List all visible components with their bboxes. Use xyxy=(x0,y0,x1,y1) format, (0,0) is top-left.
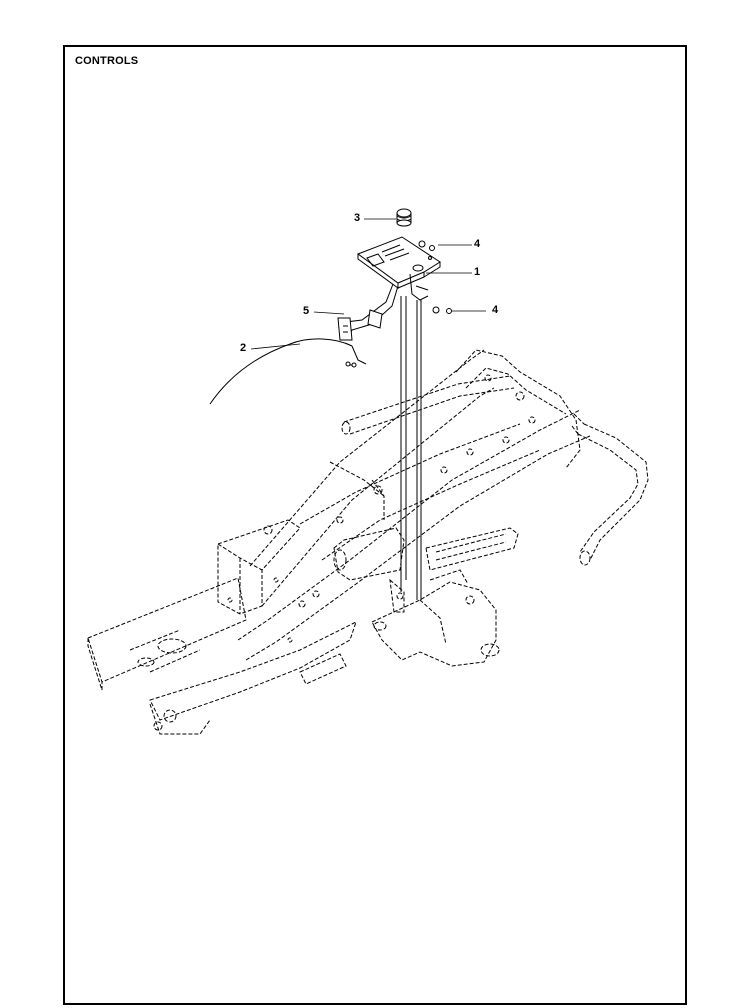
callout-4-lower: 4 xyxy=(492,304,499,316)
callout-2: 2 xyxy=(240,342,247,354)
tractor-chassis xyxy=(87,349,649,735)
callout-4: 4 xyxy=(474,238,481,250)
page-frame xyxy=(63,45,687,1005)
knob-part xyxy=(396,208,412,227)
page-title: CONTROLS xyxy=(75,55,139,67)
screw-parts xyxy=(418,240,452,314)
callout-5: 5 xyxy=(303,305,310,317)
cable-part xyxy=(209,338,367,405)
alignment-lines xyxy=(400,296,422,600)
callout-leaders xyxy=(250,218,486,350)
callout-1: 1 xyxy=(474,266,481,278)
callout-3: 3 xyxy=(354,212,361,224)
control-plate-bracket xyxy=(337,236,441,341)
